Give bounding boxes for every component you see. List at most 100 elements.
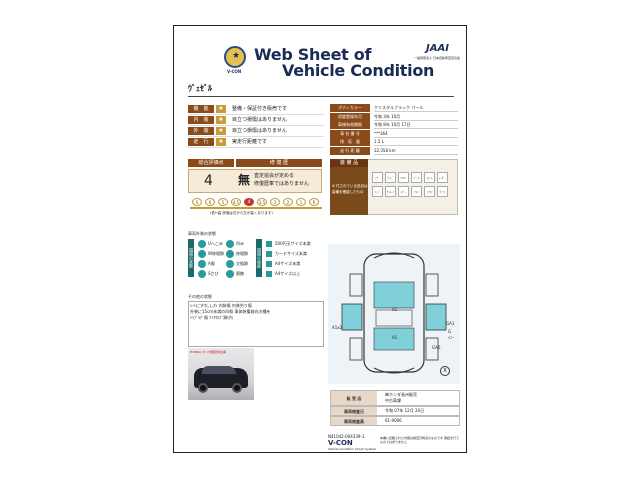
other-line-2: 外装に15cm未満の凹傷 車体装備前向き種を — [190, 309, 271, 314]
dealer-label: 車両検査員 — [331, 417, 377, 425]
score-label: 総合評価点 — [188, 159, 234, 167]
dealer-value: 61-9006 — [385, 418, 402, 423]
scale-step: 4.5 — [231, 198, 241, 206]
legend-dot-icon — [226, 260, 234, 268]
spec-row: 車検有効期限令和 8年 10月 17日 — [330, 121, 458, 130]
title-line-2: Vehicle Condition — [282, 61, 435, 80]
legend-size-square-icon — [266, 251, 272, 257]
legend-item-label: W修理跡 — [208, 251, 224, 256]
legend-dot-icon — [226, 250, 234, 258]
legend-item-label: Sさび — [208, 271, 219, 276]
rating-label: 機 能 — [188, 105, 214, 113]
score-value: 4 — [204, 173, 213, 189]
other-box — [188, 301, 324, 347]
equipment-icon: ﾀﾞｳﾝ — [437, 186, 448, 197]
scale-step: 3 — [270, 198, 280, 206]
vehicle-condition-sheet: ★ V-CON Web Sheet of Vehicle Condition J… — [173, 25, 467, 453]
equipment-title: 装 備 品 — [330, 159, 368, 167]
rating-star-icon: ★ — [216, 127, 226, 135]
scale-step: S — [192, 198, 202, 206]
legend-size-square-icon — [266, 261, 272, 267]
rating-row: 走 行★実走行距離です — [188, 137, 324, 148]
spec-label: 初度登録年月 — [330, 112, 370, 121]
scale-step: 2 — [283, 198, 293, 206]
scale-step: 1 — [296, 198, 306, 206]
rating-text: 実走行距離です — [232, 139, 268, 145]
spec-value: 1.5 L — [374, 138, 458, 146]
spec-value: 令和 3年 10月 — [374, 113, 458, 121]
x-mark: X — [440, 366, 450, 376]
scale-step: 4 — [244, 198, 254, 206]
car-wheel-front — [198, 383, 208, 393]
diagram-label-2: A1 — [392, 335, 398, 340]
diagram-label-1: A1 — [392, 307, 398, 312]
spec-row: 車 台 番 号***364 — [330, 129, 458, 139]
spec-value: 令和 8年 10月 17日 — [374, 121, 458, 129]
spec-label: 走 行 距 離 — [330, 146, 370, 155]
rating-label: 内 装 — [188, 116, 214, 124]
legend-size-square-icon — [266, 271, 272, 277]
legend-side-2: 損傷の程度 — [256, 239, 262, 277]
legend-dot-icon — [226, 270, 234, 278]
scale-step: 5 — [218, 198, 228, 206]
title-line-1: Web Sheet of — [254, 45, 372, 64]
rating-text: 目立つ損傷はありません — [232, 117, 287, 123]
legend-dot-icon — [198, 270, 206, 278]
spec-label: 車 台 番 号 — [330, 129, 370, 138]
history-text-1: 査定協会が定める — [254, 173, 295, 179]
history-text-2: 修復歴車ではありません — [254, 181, 309, 187]
dealer-value: ㈱ホンダ長州販売 — [385, 392, 417, 397]
spec-label: ボディカラー — [330, 104, 370, 112]
legend-dot-icon — [226, 240, 234, 248]
equipment-icon: ｴｱﾛ — [424, 186, 435, 197]
other-title: その他の状態 — [188, 294, 212, 299]
scale-step: 3.5 — [257, 198, 267, 206]
footer-note: 本書に記載された内容は検査日時点のものです 保証を行うものではありません — [380, 436, 459, 444]
legend-size-square-icon — [266, 241, 272, 247]
legend-size-label: 500円玉サイズ未満 — [275, 241, 311, 246]
rating-star-icon: ★ — [216, 138, 226, 146]
diagram-label-5: G — [448, 329, 452, 334]
equipment-icon: ETC — [398, 172, 409, 183]
dealer-value: 令和 07年 12月 20日 — [385, 408, 425, 413]
legend-dot-icon — [198, 250, 206, 258]
equipment-icon: ｻﾝﾙｰﾌ — [385, 186, 396, 197]
legend-title: 車両外装の状態 — [188, 231, 216, 236]
car-photo: HONDA ホンダ認定中古車 — [188, 348, 254, 400]
dealer-value: 中古車課 — [385, 398, 401, 403]
scale-step: 6 — [205, 198, 215, 206]
other-line-1: ｼｰﾄにすれ,しわ 内装傷 内装劣り傷 — [190, 303, 252, 308]
history-mark: 無 — [238, 173, 251, 187]
legend-item-label: 凹み — [236, 241, 244, 246]
car-name: ｳﾞｪｾﾞﾙ — [188, 84, 212, 93]
car-name-underline — [188, 96, 454, 97]
rating-text: 整備・保証付き販売です — [232, 106, 288, 112]
equipment-icon: ﾅﾋﾞ — [372, 172, 383, 183]
photo-banner: HONDA ホンダ認定中古車 — [190, 350, 227, 354]
rating-star-icon: ★ — [216, 116, 226, 124]
scale-note: (低↔高 評価は右から左が高くなります) — [210, 211, 273, 215]
spec-row: 走 行 距 離 32,358 km — [330, 146, 458, 156]
equipment-icon: ﾊﾞｯｸ — [411, 172, 422, 183]
legend-item-label: 腐蝕 — [236, 271, 244, 276]
spec-row: 初度登録年月令和 3年 10月 — [330, 112, 458, 122]
car-wheel-rear — [232, 383, 242, 393]
damage-diagram: A1 A1 A1x2 GA1 G GA0 ｲﾉｰ X — [328, 244, 460, 384]
footer-brand: V-CON — [328, 439, 353, 447]
spec-value: 32,358 km — [374, 147, 458, 155]
spec-row: ボディカラークリスタルブラック パール — [330, 104, 458, 113]
dealer-row: 販 売 店㈱ホンダ長州販売中古車課 — [330, 390, 460, 406]
dealer-label: 車両検査日 — [331, 407, 377, 415]
dealer-row: 車両検査日 令和 07年 12月 20日 — [330, 406, 460, 416]
legend-dot-icon — [198, 240, 206, 248]
vcon-logo-text: V-CON — [227, 69, 242, 74]
diagram-label-4: GA1 — [446, 321, 455, 326]
rating-label: 外 装 — [188, 127, 214, 135]
equipment-icon: ｱﾙﾐ — [411, 186, 422, 197]
rating-row: 外 装★目立つ損傷はありません — [188, 126, 324, 137]
equipment-icon: ﾃﾚﾋﾞ — [385, 172, 396, 183]
car-outline-icon — [341, 252, 447, 374]
diagram-label-7: ｲﾉｰ — [448, 335, 454, 340]
